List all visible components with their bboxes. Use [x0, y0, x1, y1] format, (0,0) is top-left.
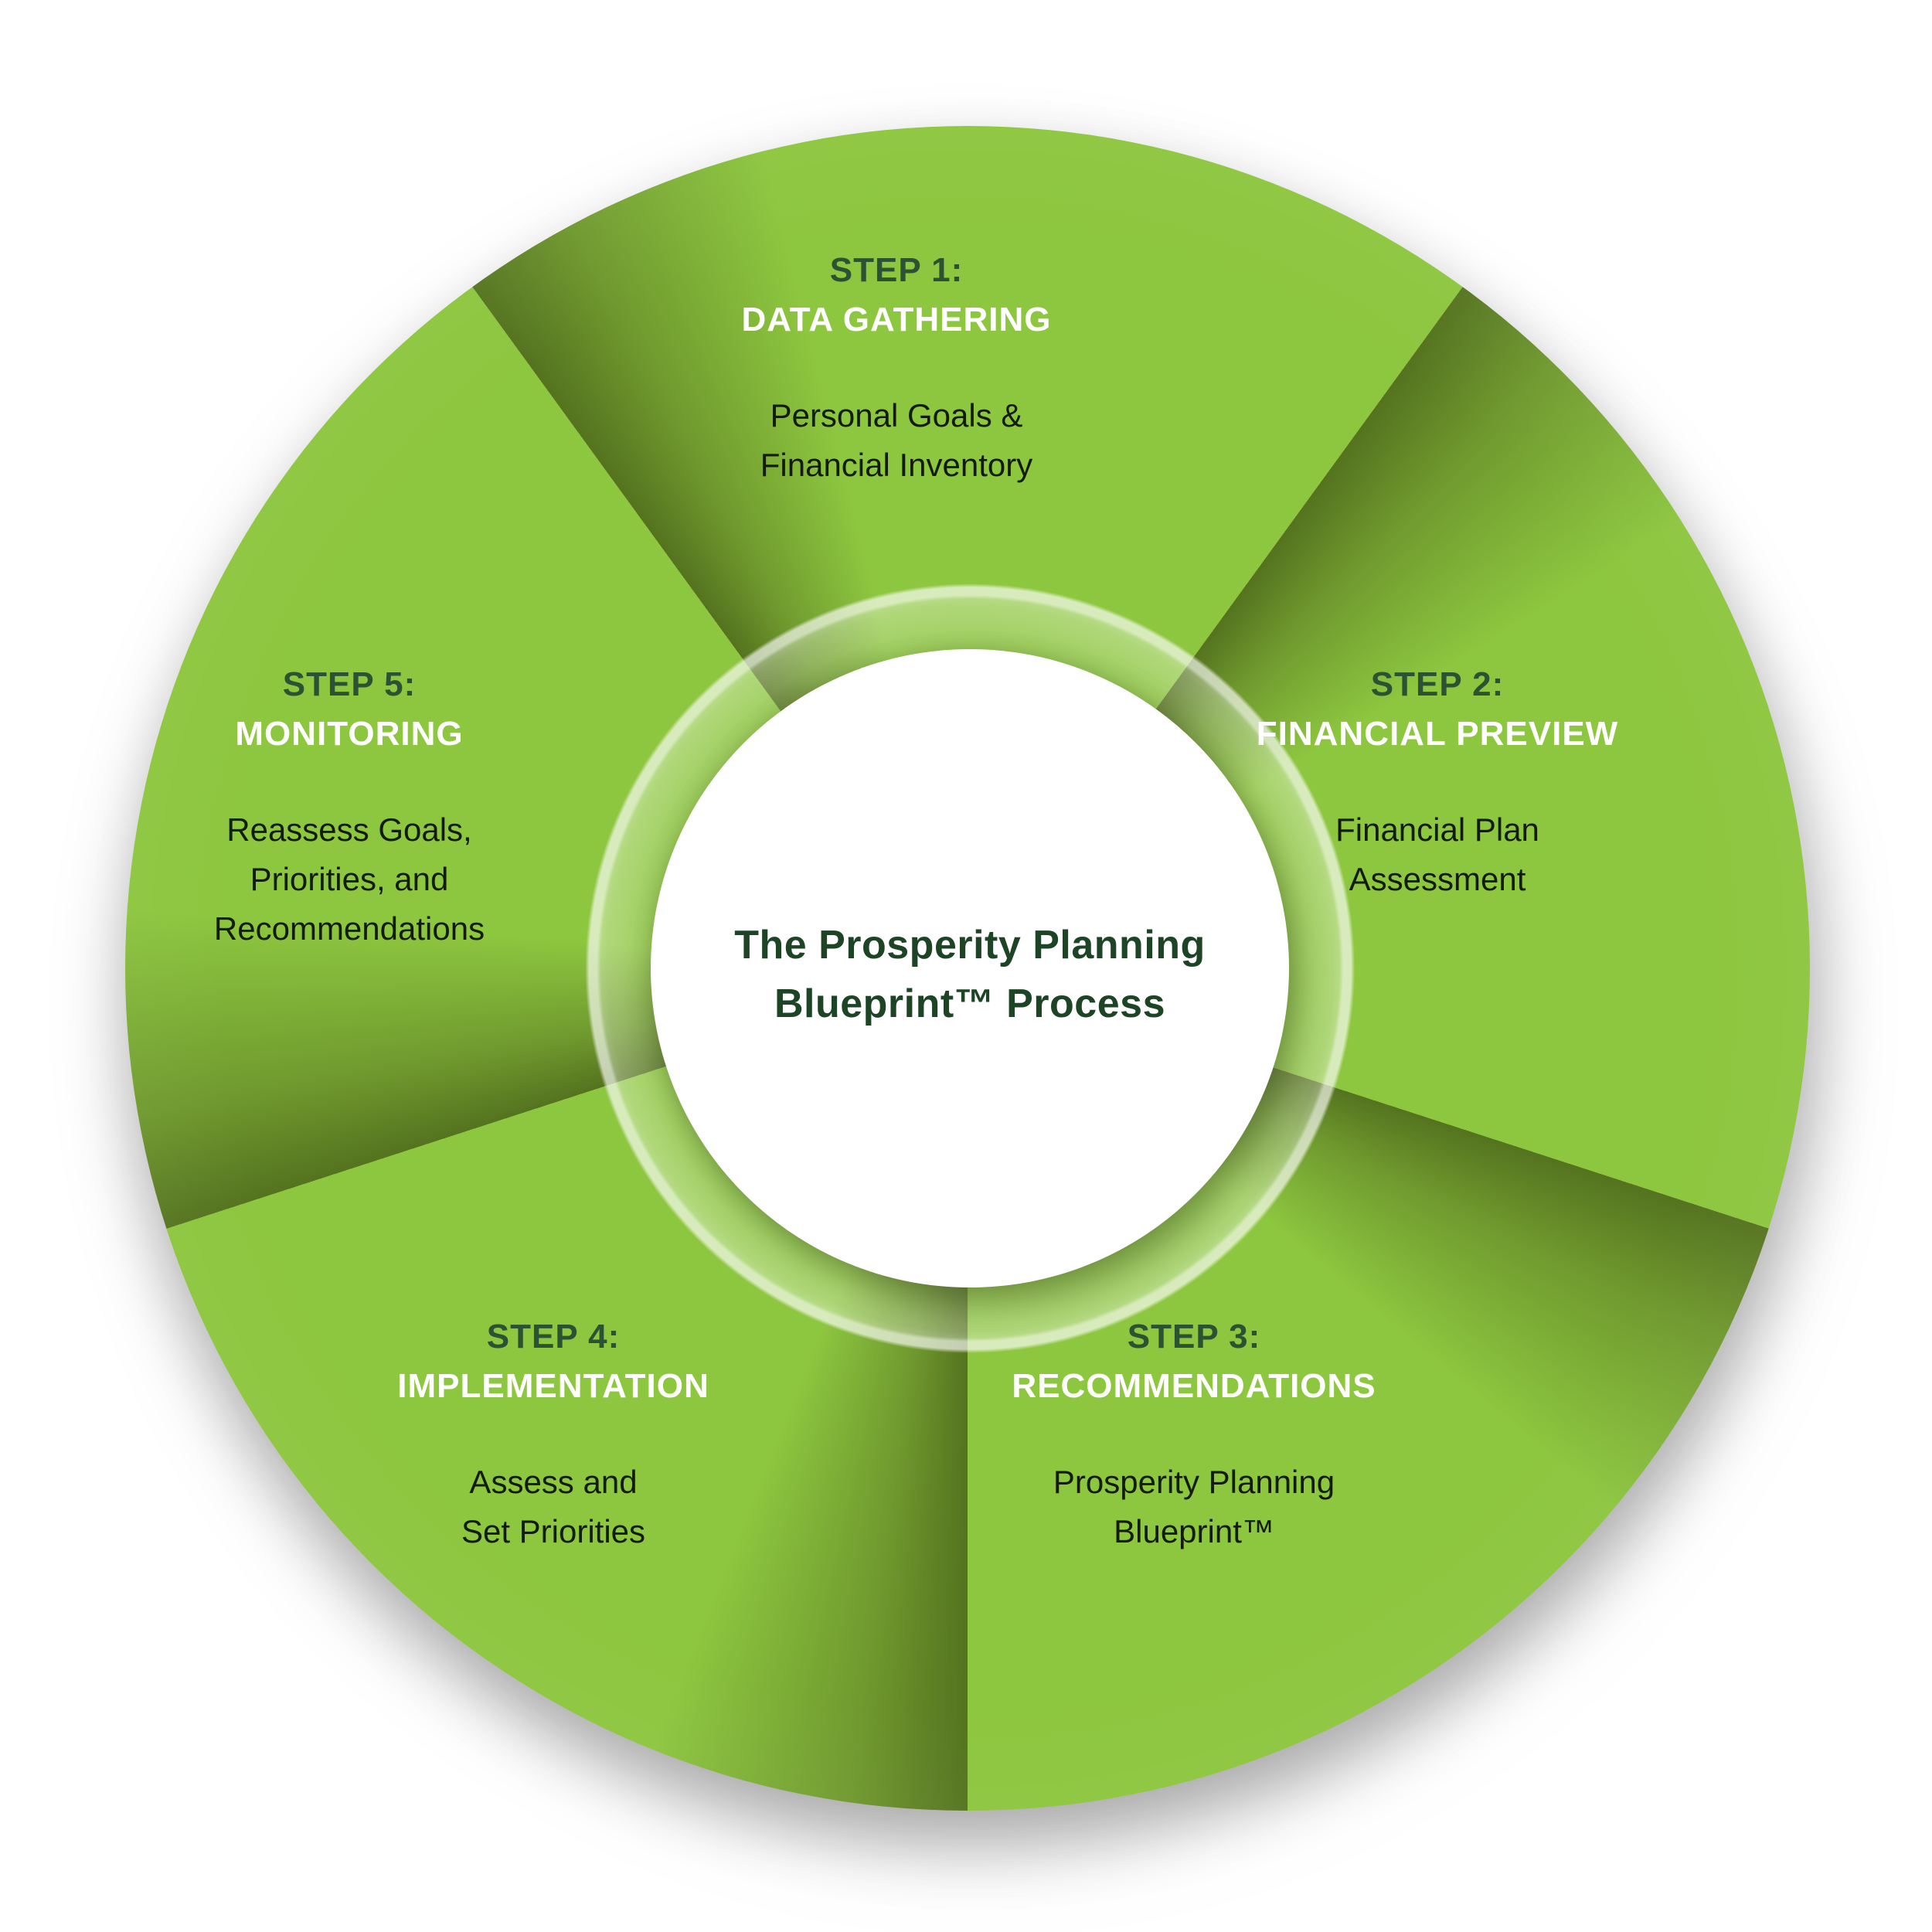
center-title: The Prosperity Planning Blueprint™ Proce… — [734, 903, 1206, 1033]
segment-step-1: STEP 1: DATA GATHERING Personal Goals & … — [742, 246, 1052, 490]
step-3-label: STEP 3: — [1127, 1318, 1261, 1355]
step-1-label: STEP 1: — [829, 251, 964, 289]
step-4-title: IMPLEMENTATION — [397, 1367, 709, 1405]
segment-step-2: STEP 2: FINANCIAL PREVIEW Financial Plan… — [1257, 660, 1618, 904]
segment-step-3: STEP 3: RECOMMENDATIONS Prosperity Plann… — [1012, 1312, 1376, 1556]
center-title-line-1: The Prosperity Planning — [734, 923, 1206, 968]
step-2-description: Financial Plan Assessment — [1257, 805, 1618, 904]
segment-step-5: STEP 5: MONITORING Reassess Goals, Prior… — [214, 660, 485, 954]
step-2-description-line-2: Assessment — [1349, 861, 1526, 897]
step-1-title: DATA GATHERING — [741, 301, 1052, 338]
step-5-title: MONITORING — [235, 715, 464, 753]
step-4-label: STEP 4: — [486, 1318, 621, 1355]
segment-step-4: STEP 4: IMPLEMENTATION Assess and Set Pr… — [397, 1312, 709, 1556]
step-4-description-line-2: Set Priorities — [461, 1513, 646, 1549]
step-5-description-line-3: Recommendations — [213, 910, 485, 947]
step-3-description-line-1: Prosperity Planning — [1053, 1464, 1335, 1500]
step-3-title: RECOMMENDATIONS — [1012, 1367, 1376, 1405]
step-1-description-line-1: Personal Goals & — [770, 397, 1023, 434]
center-title-line-2: Blueprint™ Process — [774, 981, 1165, 1026]
step-4-description: Assess and Set Priorities — [397, 1458, 709, 1556]
step-4-description-line-1: Assess and — [469, 1464, 638, 1500]
step-5-description-line-1: Reassess Goals, — [226, 811, 472, 848]
step-3-description: Prosperity Planning Blueprint™ — [1012, 1458, 1376, 1556]
step-2-description-line-1: Financial Plan — [1335, 811, 1539, 848]
step-2-label: STEP 2: — [1370, 665, 1505, 703]
step-5-description: Reassess Goals, Priorities, and Recommen… — [214, 805, 485, 954]
step-5-description-line-2: Priorities, and — [250, 861, 449, 897]
step-1-description: Personal Goals & Financial Inventory — [742, 391, 1052, 490]
center-hub: The Prosperity Planning Blueprint™ Proce… — [651, 649, 1289, 1287]
step-5-label: STEP 5: — [282, 665, 417, 703]
step-2-title: FINANCIAL PREVIEW — [1256, 715, 1619, 753]
step-1-description-line-2: Financial Inventory — [760, 447, 1033, 483]
step-3-description-line-2: Blueprint™ — [1114, 1513, 1274, 1549]
